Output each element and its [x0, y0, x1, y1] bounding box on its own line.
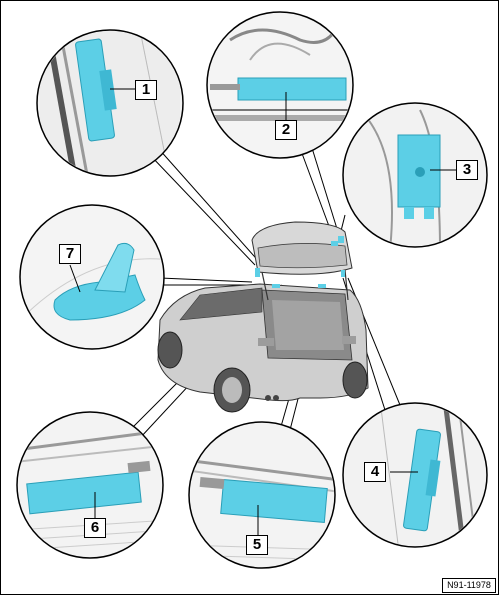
detail-circle-6 [16, 411, 164, 559]
reference-code: N91-11978 [442, 578, 496, 593]
detail-circle-1 [36, 29, 184, 177]
detail-circle-3 [342, 102, 488, 248]
marker-2 [331, 241, 338, 246]
callout-5: 5 [246, 535, 268, 555]
detail-circle-7 [19, 204, 165, 350]
callout-4: 4 [364, 462, 386, 482]
marker-5 [318, 284, 326, 288]
callout-2: 2 [275, 120, 297, 140]
detail-circle-4 [342, 402, 488, 548]
callout-1: 1 [135, 80, 157, 100]
marker-3 [338, 236, 344, 243]
component-3 [397, 134, 441, 208]
callout-leaders [69, 88, 456, 535]
component-5 [220, 478, 328, 524]
callout-7: 7 [59, 244, 81, 264]
callout-6: 6 [84, 518, 106, 538]
component-2 [237, 77, 347, 101]
detail-circle-5 [188, 421, 336, 569]
marker-4 [341, 270, 345, 277]
vehicle-illustration [157, 221, 369, 413]
marker-1 [255, 268, 260, 277]
marker-6 [272, 284, 280, 288]
component-6 [26, 471, 142, 515]
callout-3: 3 [456, 160, 478, 180]
detail-circle-2 [206, 11, 354, 159]
